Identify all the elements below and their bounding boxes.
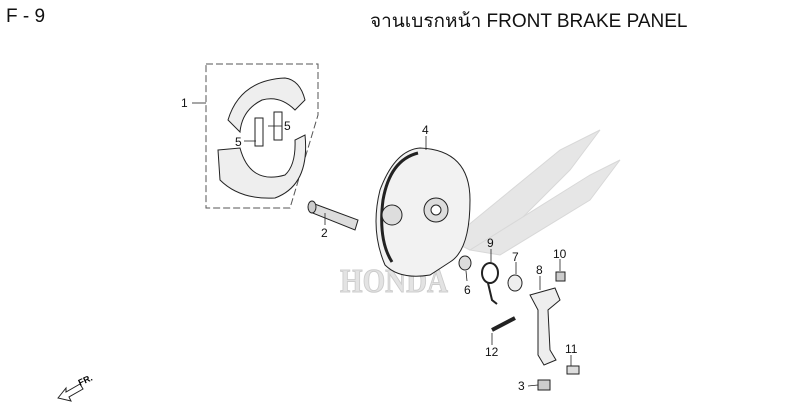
callout-2: 2 xyxy=(321,226,328,240)
brake-arm-part xyxy=(529,287,561,366)
callout-5b: 5 xyxy=(284,119,291,133)
callout-3: 3 xyxy=(518,379,525,393)
arrow-left-down-icon xyxy=(57,383,84,402)
bolt-part xyxy=(491,316,516,332)
front-direction-marker: FR. xyxy=(57,373,94,402)
callout-9: 9 xyxy=(487,236,494,250)
leader-lines xyxy=(192,102,572,387)
callout-10: 10 xyxy=(553,247,567,261)
nut-part xyxy=(555,271,566,282)
callout-6: 6 xyxy=(464,283,471,297)
brake-panel xyxy=(375,147,471,277)
return-spring-part xyxy=(481,262,499,305)
callout-5a: 5 xyxy=(235,135,242,149)
pin-part xyxy=(566,365,580,375)
callout-11: 11 xyxy=(565,342,578,356)
brake-cam xyxy=(307,200,359,231)
seal-part xyxy=(458,255,472,271)
spring-icon xyxy=(254,117,264,147)
page-title: จานเบรกหน้า FRONT BRAKE PANEL xyxy=(370,11,688,32)
fr-label: FR. xyxy=(77,373,94,388)
page-code: F - 9 xyxy=(6,6,46,27)
callout-8: 8 xyxy=(536,263,543,277)
callout-7: 7 xyxy=(512,250,519,264)
callout-4: 4 xyxy=(422,123,429,137)
joint-part xyxy=(537,379,551,391)
brake-shoe-set xyxy=(205,63,319,209)
callout-12: 12 xyxy=(485,345,499,359)
washer-part xyxy=(507,274,523,292)
callout-1: 1 xyxy=(181,96,188,110)
